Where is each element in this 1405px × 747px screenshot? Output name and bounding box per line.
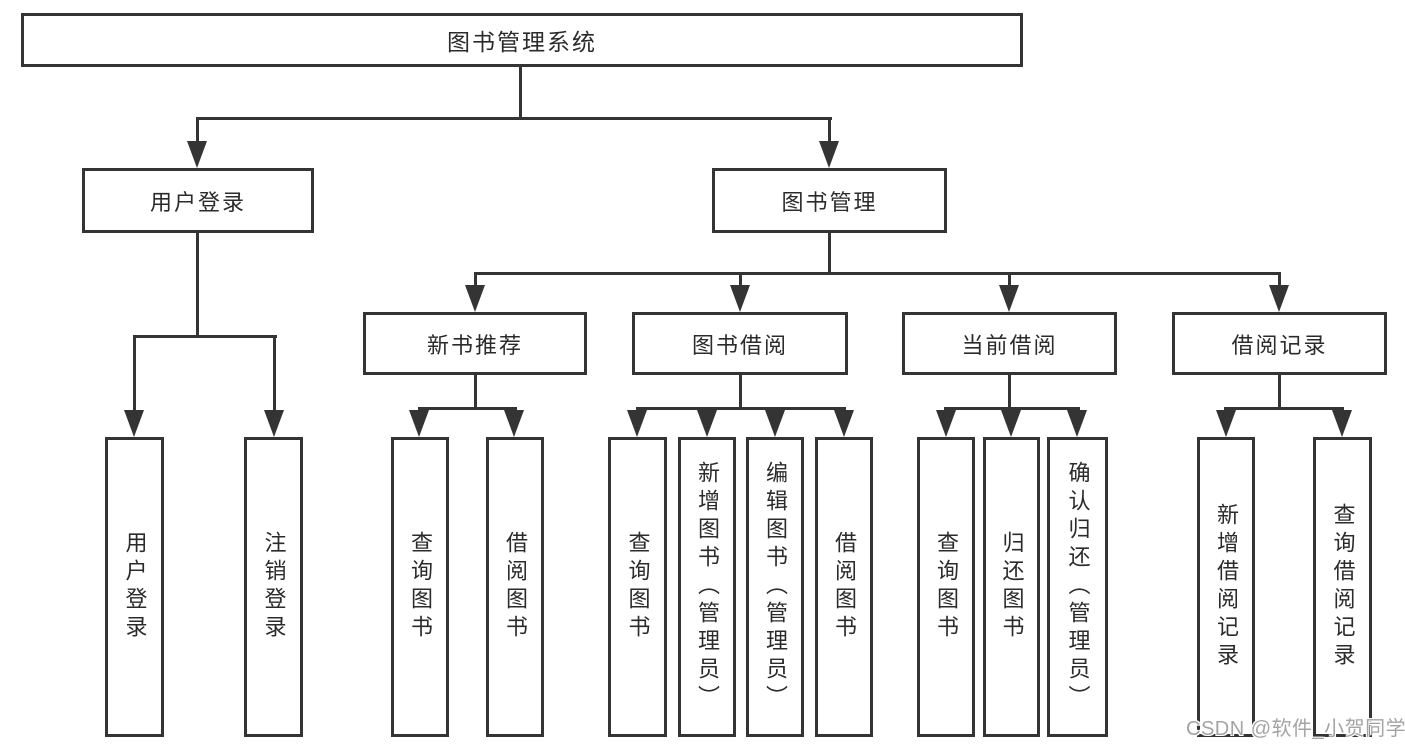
arrowhead-down <box>504 410 524 437</box>
connector-line <box>1224 407 1344 410</box>
arrowhead-down <box>730 285 750 312</box>
arrowhead-down <box>1067 410 1087 437</box>
connector-line <box>1008 375 1011 409</box>
leaf-edit-book-admin: 编辑图书（管理员） <box>746 437 804 737</box>
connector-line <box>196 117 832 120</box>
leaf-borrow-books-recommend: 借阅图书 <box>486 437 544 737</box>
leaf-borrow-books: 借阅图书 <box>815 437 873 737</box>
arrowhead-down <box>1001 410 1021 437</box>
arrowhead-down <box>1216 410 1236 437</box>
arrowhead-down <box>697 410 717 437</box>
node-borrowing-records: 借阅记录 <box>1172 312 1387 375</box>
arrowhead-down <box>936 410 956 437</box>
connector-line <box>196 230 199 338</box>
connector-line <box>739 272 742 288</box>
connector-line <box>474 272 477 288</box>
leaf-add-book-admin: 新增图书（管理员） <box>678 437 736 737</box>
leaf-query-borrow-record: 查询借阅记录 <box>1313 437 1372 737</box>
connector-line <box>474 375 477 409</box>
arrowhead-down <box>1269 285 1289 312</box>
connector-line <box>196 117 199 147</box>
arrowhead-down <box>124 410 144 437</box>
node-current-borrowing: 当前借阅 <box>902 312 1117 375</box>
node-book-borrowing: 图书借阅 <box>632 312 848 375</box>
connector-line <box>1008 272 1011 288</box>
arrowhead-down <box>765 410 785 437</box>
leaf-user-login: 用户登录 <box>105 437 164 737</box>
csdn-watermark: CSDN @软件_小贺同学 <box>1186 718 1405 740</box>
arrowhead-down <box>627 410 647 437</box>
arrowhead-down <box>834 410 854 437</box>
connector-line <box>636 407 846 410</box>
node-book-management: 图书管理 <box>712 168 947 233</box>
node-library-management-system: 图书管理系统 <box>21 13 1023 67</box>
leaf-query-books-current: 查询图书 <box>917 437 975 737</box>
connector-line <box>418 407 517 410</box>
connector-line <box>273 335 276 415</box>
arrowhead-down <box>999 285 1019 312</box>
arrowhead-down <box>1332 410 1352 437</box>
connector-line <box>519 64 522 119</box>
arrowhead-down <box>819 141 839 168</box>
leaf-query-books-borrow: 查询图书 <box>608 437 667 737</box>
leaf-query-books-recommend: 查询图书 <box>391 437 449 737</box>
leaf-logout: 注销登录 <box>244 437 303 737</box>
connector-line <box>828 230 831 275</box>
leaf-return-books: 归还图书 <box>983 437 1040 737</box>
node-new-book-recommendation: 新书推荐 <box>363 312 587 375</box>
connector-line <box>1278 272 1281 288</box>
connector-line <box>474 272 1281 275</box>
leaf-confirm-return-admin: 确认归还（管理员） <box>1047 437 1108 737</box>
connector-line <box>133 335 136 415</box>
node-user-login: 用户登录 <box>82 168 314 233</box>
connector-line <box>739 375 742 409</box>
leaf-add-borrow-record: 新增借阅记录 <box>1197 437 1255 737</box>
connector-line <box>133 335 277 338</box>
arrowhead-down <box>187 141 207 168</box>
connector-line <box>828 117 831 147</box>
arrowhead-down <box>264 410 284 437</box>
connector-line <box>1278 375 1281 409</box>
arrowhead-down <box>465 285 485 312</box>
arrowhead-down <box>409 410 429 437</box>
